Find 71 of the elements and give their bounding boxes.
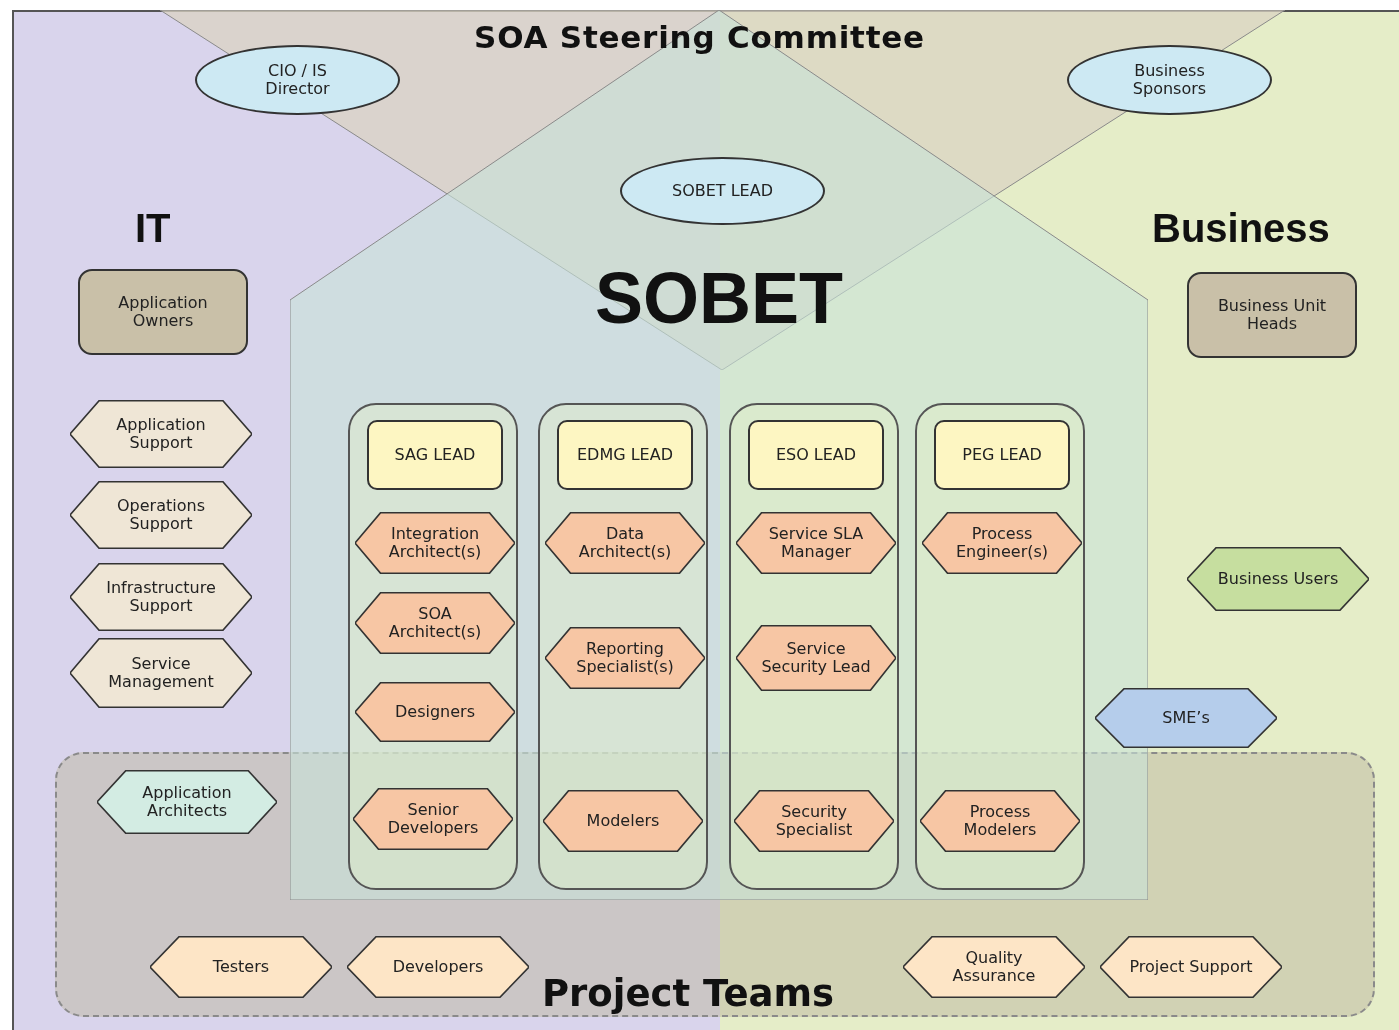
node-label: Quality Assurance [951, 948, 1037, 986]
lead-box [748, 420, 884, 490]
node-label: Service Security Lead [760, 639, 872, 677]
section-heading: IT [135, 208, 171, 248]
role-hexagon [347, 936, 529, 998]
role-hexagon [355, 592, 515, 654]
node-label: Service Management [107, 654, 215, 692]
role-hexagon [545, 512, 705, 574]
node-label: Business Unit Heads [1216, 296, 1328, 334]
committee-heading: SOA Steering Committee [474, 18, 925, 57]
lead-box [367, 420, 503, 490]
node-label: Modelers [586, 811, 660, 831]
role-hexagon [70, 563, 252, 631]
role-box [1187, 272, 1357, 358]
team-column [348, 403, 518, 890]
node-label: Application Architects [141, 783, 233, 821]
team-column [915, 403, 1085, 890]
node-label: Process Modelers [962, 802, 1038, 840]
node-label: Business Sponsors [1131, 61, 1208, 99]
node-label: Application Support [115, 415, 207, 453]
node-label: PEG LEAD [962, 445, 1042, 465]
node-label: Developers [392, 957, 484, 977]
role-hexagon [903, 936, 1085, 998]
node-label: Testers [212, 957, 270, 977]
role-hexagon [736, 625, 896, 691]
role-hexagon [150, 936, 332, 998]
role-hexagon [70, 400, 252, 468]
node-label: SOBET LEAD [672, 181, 773, 201]
section-heading: Business [1152, 208, 1330, 248]
role-hexagon [353, 788, 513, 850]
node-label: SOBET [595, 262, 843, 334]
project-teams-area [55, 752, 1375, 1017]
node-label: Security Specialist [774, 802, 854, 840]
node-label: SOA Architect(s) [387, 604, 483, 642]
node-label: Project Teams [542, 972, 835, 1015]
role-hexagon [355, 512, 515, 574]
node-label: SAG LEAD [394, 445, 476, 465]
node-label: SME’s [1162, 708, 1210, 728]
team-column [729, 403, 899, 890]
node-label: Reporting Specialist(s) [575, 639, 675, 677]
role-hexagon [1095, 688, 1277, 748]
node-label: ESO LEAD [775, 445, 857, 465]
role-hexagon [545, 627, 705, 689]
role-hexagon [922, 512, 1082, 574]
node-label: Data Architect(s) [577, 524, 673, 562]
role-hexagon [734, 790, 894, 852]
node-label: Operations Support [116, 496, 206, 534]
node-label: Project Support [1129, 957, 1253, 977]
role-hexagon [70, 481, 252, 549]
role-hexagon [70, 638, 252, 708]
node-label: EDMG LEAD [577, 445, 673, 465]
node-label: Infrastructure Support [105, 578, 217, 616]
node-label: CIO / IS Director [264, 61, 331, 99]
node-label: Process Engineer(s) [954, 524, 1050, 562]
node-label: Designers [395, 702, 475, 722]
role-hexagon [97, 770, 277, 834]
role-hexagon [1187, 547, 1369, 611]
node-label: Senior Developers [386, 800, 480, 838]
node-label: Integration Architect(s) [387, 524, 483, 562]
role-box [78, 269, 248, 355]
node-label: Business Users [1217, 569, 1339, 589]
node-label: Service SLA Manager [767, 524, 865, 562]
role-hexagon [355, 682, 515, 742]
lead-box [557, 420, 693, 490]
role-hexagon [543, 790, 703, 852]
role-hexagon [1100, 936, 1282, 998]
team-column [538, 403, 708, 890]
role-hexagon [736, 512, 896, 574]
lead-box [934, 420, 1070, 490]
node-label: Application Owners [117, 293, 209, 331]
role-hexagon [920, 790, 1080, 852]
